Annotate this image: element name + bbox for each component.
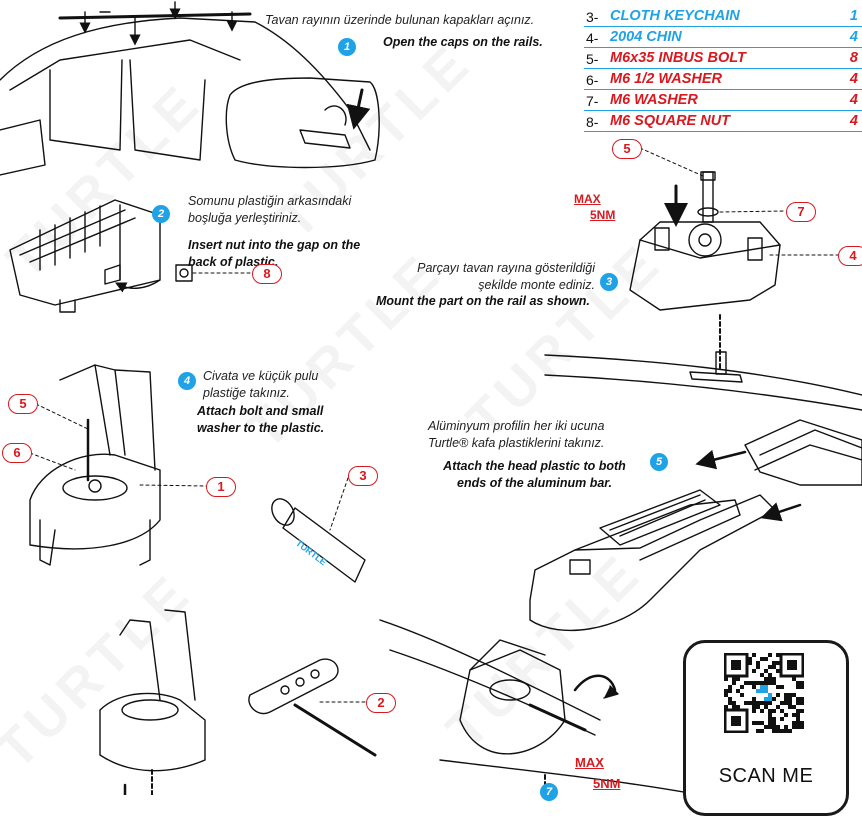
detail-plastic-illustration: [99, 609, 206, 795]
part-quantity: 4: [849, 113, 858, 129]
part-quantity: 4: [849, 29, 858, 45]
part-name: M6 WASHER: [610, 92, 698, 108]
parts-row: 4- 2004 CHIN 4: [584, 27, 862, 48]
parts-row: 6- M6 1/2 WASHER 4: [584, 69, 862, 90]
callout-allen-key: 2: [366, 693, 396, 713]
foot-plastic-illustration: [9, 199, 193, 313]
torque-max-label: MAX: [574, 192, 601, 206]
step3-en-text: Mount the part on the rail as shown.: [376, 294, 590, 308]
step1-badge: 1: [338, 38, 356, 56]
step2-tr-text: Somunu plastiğin arkasındaki boşluğa yer…: [188, 194, 352, 225]
foot-mount-illustration: [544, 171, 862, 411]
parts-list: 3- CLOTH KEYCHAIN 1 4- 2004 CHIN 4 5- M6x35 INB…: [584, 0, 862, 132]
step7-badge: 7: [540, 783, 558, 801]
step4-badge: 4: [178, 372, 196, 390]
step2-badge: 2: [152, 205, 170, 223]
allen-key-illustration: [248, 658, 377, 757]
step2-en-text: Insert nut into the gap on the back of p…: [188, 238, 361, 269]
step3-badge: 3: [600, 273, 618, 291]
part-quantity: 1: [849, 8, 858, 24]
part-number: 5-: [586, 51, 599, 67]
callout-chin: 4: [838, 246, 862, 266]
step4-tr-text: Civata ve küçük pulu plastiğe takınız.: [203, 369, 319, 400]
torque-value-label: 5NM: [590, 208, 616, 222]
step5-badge: 5: [650, 453, 668, 471]
part-name: M6 SQUARE NUT: [610, 113, 731, 129]
callout-washer: 7: [786, 202, 816, 222]
part-name: M6x35 INBUS BOLT: [610, 50, 746, 66]
callout-bolt-2: 5: [8, 394, 38, 414]
step1-tr-text: Tavan rayının üzerinde bulunan kapakları…: [265, 13, 535, 27]
part-quantity: 4: [849, 92, 858, 108]
aluminum-bar-illustration: [529, 419, 862, 632]
part-quantity: 4: [849, 71, 858, 87]
assembly-illustrations: [0, 1, 862, 795]
parts-row: 7- M6 WASHER 4: [584, 90, 862, 111]
parts-row: 3- CLOTH KEYCHAIN 1: [584, 6, 862, 27]
step4-en-text: Attach bolt and small washer to the plas…: [197, 404, 325, 435]
torque-value-label-2: 5NM: [593, 776, 621, 791]
part-name: CLOTH KEYCHAIN: [610, 8, 740, 24]
part-number: 6-: [586, 72, 599, 88]
car-roof-illustration: [0, 1, 380, 176]
part-name: M6 1/2 WASHER: [610, 71, 722, 87]
step1-en-text: Open the caps on the rails.: [383, 35, 543, 49]
part-number: 3-: [586, 9, 599, 25]
scan-me-label: SCAN ME: [718, 765, 814, 787]
callout-square-nut: 8: [252, 264, 282, 284]
part-name: 2004 CHIN: [610, 29, 682, 45]
qr-box[interactable]: SCAN ME: [683, 640, 849, 816]
step5-tr-text: Alüminyum profilin her iki ucuna Turtle®…: [428, 419, 605, 450]
parts-row: 8- M6 SQUARE NUT 4: [584, 111, 862, 132]
part-quantity: 8: [849, 50, 858, 66]
step5-en-text: Attach the head plastic to both ends of …: [443, 459, 626, 490]
parts-row: 5- M6x35 INBUS BOLT 8: [584, 48, 862, 69]
callout-half-washer: 6: [2, 443, 32, 463]
callout-bolt: 5: [612, 139, 642, 159]
torque-max-label-2: MAX: [575, 755, 604, 770]
part-number: 8-: [586, 114, 599, 130]
keychain-illustration: [271, 498, 366, 583]
step3-tr-text: Parçayı tavan rayına gösterildiği şekild…: [417, 261, 595, 292]
part-number: 4-: [586, 30, 599, 46]
part-number: 7-: [586, 93, 599, 109]
final-mount-illustration: [379, 619, 701, 795]
bolt-plastic-illustration: [29, 364, 161, 566]
callout-keychain: 3: [348, 466, 378, 486]
qr-code-icon: [724, 653, 804, 733]
callout-foot: 1: [206, 477, 236, 497]
